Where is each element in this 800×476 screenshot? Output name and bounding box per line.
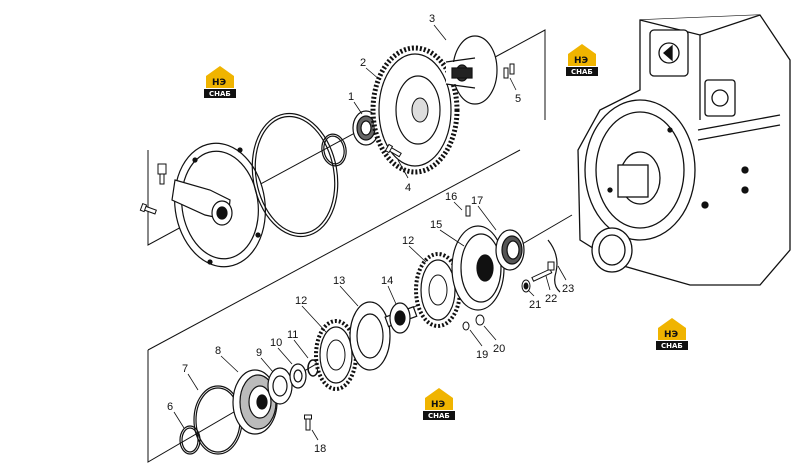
cover-plate — [171, 142, 266, 268]
friction-plate-part-13 — [349, 301, 391, 371]
callout-leaders — [173, 24, 567, 441]
upper-assembly-frame — [147, 29, 546, 246]
transmission-housing — [577, 14, 791, 286]
bearing-part-17 — [495, 229, 525, 271]
callout-part-8: 8 — [215, 345, 221, 357]
watermark-initials: НЭ — [431, 400, 446, 410]
callout-part-9: 9 — [256, 347, 262, 359]
watermark-logo: НЭ СНАБ — [204, 64, 236, 98]
callout-part-22: 22 — [545, 293, 557, 305]
washer-part-20 — [475, 314, 485, 326]
cover-bolt — [139, 203, 158, 216]
watermark-logo: НЭ СНАБ — [656, 316, 688, 350]
piston-housing-part-8 — [232, 369, 278, 435]
callout-part-16: 16 — [445, 191, 457, 203]
drum-part-3 — [445, 35, 498, 105]
snap-ring-part-23 — [547, 239, 561, 293]
callout-part-1: 1 — [348, 91, 354, 103]
callout-part-18: 18 — [314, 443, 326, 455]
watermark-wordmark: СНАБ — [209, 90, 231, 98]
callout-part-12-lower: 12 — [295, 295, 307, 307]
washer-part-10 — [289, 363, 307, 389]
callout-part-17: 17 — [471, 195, 483, 207]
hub-shaft-part-14 — [384, 302, 418, 334]
o-ring-upper — [321, 133, 347, 167]
watermark-logo: НЭ СНАБ — [423, 386, 455, 420]
callout-part-7: 7 — [182, 363, 188, 375]
callout-part-3: 3 — [429, 13, 435, 25]
clutch-disc-part-12-lower — [314, 319, 358, 391]
callout-part-12-upper: 12 — [402, 235, 414, 247]
washer-part-19 — [462, 321, 470, 331]
callout-part-14: 14 — [381, 275, 393, 287]
bolt-part-18 — [304, 414, 312, 431]
callout-part-21: 21 — [529, 299, 541, 311]
watermark-initials: НЭ — [212, 78, 227, 88]
washer-part-21 — [521, 279, 531, 293]
watermark-wordmark: СНАБ — [661, 342, 683, 350]
pin-part-16 — [465, 205, 471, 217]
washer-part-9 — [267, 367, 293, 405]
callout-part-10: 10 — [270, 337, 282, 349]
clutch-housing-part-15 — [451, 225, 505, 311]
watermark-wordmark: СНАБ — [428, 412, 450, 420]
callout-part-6: 6 — [167, 401, 173, 413]
callout-part-19: 19 — [476, 349, 488, 361]
bolt-part-22 — [531, 261, 555, 282]
breather-fitting — [157, 163, 167, 185]
watermark-wordmark: СНАБ — [571, 68, 593, 76]
watermark-initials: НЭ — [574, 56, 589, 66]
watermark-initials: НЭ — [664, 330, 679, 340]
part-callouts: 1 2 3 4 5 6 7 8 9 10 11 12 12 13 14 15 1… — [167, 13, 574, 455]
callout-part-15: 15 — [430, 219, 442, 231]
callout-part-20: 20 — [493, 343, 505, 355]
callout-part-23: 23 — [562, 283, 574, 295]
callout-part-11: 11 — [287, 329, 298, 341]
callout-part-13: 13 — [333, 275, 345, 287]
pin-part-5 — [503, 63, 515, 79]
callout-part-2: 2 — [360, 57, 366, 69]
callout-part-5: 5 — [515, 93, 521, 105]
callout-part-4: 4 — [405, 182, 411, 194]
cover-gasket — [251, 112, 339, 238]
bearing-part-1 — [352, 110, 380, 146]
ring-gear-part-2 — [370, 45, 460, 175]
watermark-logo: НЭ СНАБ — [566, 42, 598, 76]
